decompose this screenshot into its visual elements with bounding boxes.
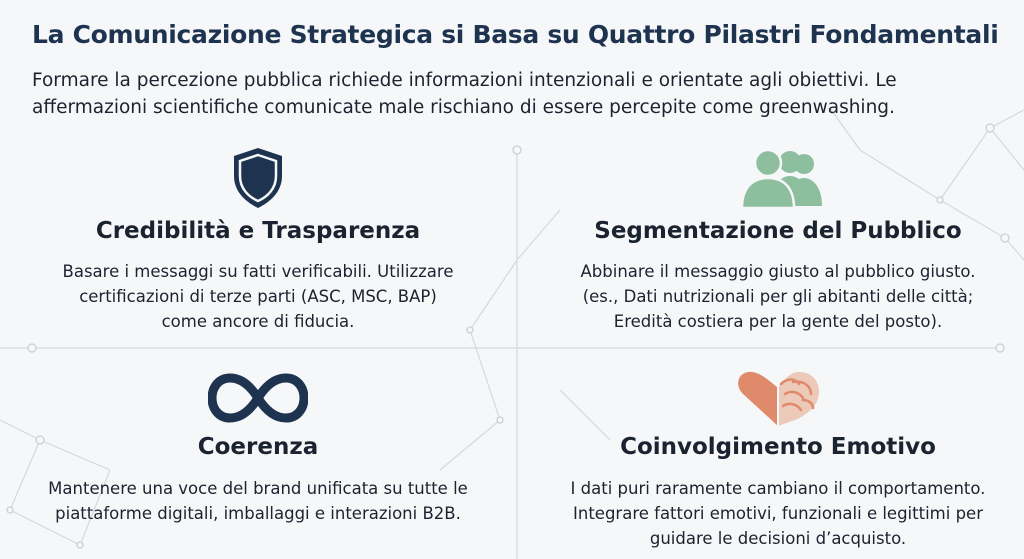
pillar-line: I dati puri raramente cambiano il compor… — [570, 479, 986, 498]
pillar-heading: Coinvolgimento Emotivo — [620, 434, 936, 460]
pillar-description: Abbinare il messaggio giusto al pubblico… — [538, 259, 1018, 334]
pillar-line: Integrare fattori emotivi, funzionali e … — [573, 504, 983, 523]
page-title: La Comunicazione Strategica si Basa su Q… — [32, 20, 999, 49]
page-subtitle: Formare la percezione pubblica richiede … — [32, 67, 992, 121]
pillar-description: I dati puri raramente cambiano il compor… — [538, 476, 1018, 551]
pillar-description: Mantenere una voce del brand unificata s… — [18, 476, 498, 526]
pillar-line: guidare le decisioni d’acquisto. — [649, 529, 907, 548]
infinity-icon — [208, 373, 308, 423]
pillar-heading: Credibilità e Trasparenza — [95, 218, 421, 244]
pillar-line: (es., Dati nutrizionali per gli abitanti… — [582, 287, 974, 306]
pillar-heading: Coerenza — [197, 434, 319, 460]
pillar-line: piattaforme digitali, imballaggi e inter… — [55, 504, 461, 523]
shield-icon — [234, 148, 282, 208]
heart-brain-icon — [738, 371, 819, 426]
pillar-description: Basare i messaggi su fatti verificabili.… — [18, 259, 498, 334]
pillar-segmentation: Segmentazione del Pubblico Abbinare il m… — [538, 140, 1018, 340]
pillar-credibility: Credibilità e Trasparenza Basare i messa… — [18, 140, 498, 340]
pillar-line: Eredità costiera per la gente del posto)… — [613, 312, 943, 331]
pillar-line: Mantenere una voce del brand unificata s… — [48, 479, 468, 498]
people-group-icon — [740, 148, 822, 208]
pillar-emotional-engagement: Coinvolgimento Emotivo I dati puri raram… — [538, 368, 1018, 558]
pillar-line: certificazioni di terze parti (ASC, MSC,… — [79, 287, 437, 306]
pillar-line: Basare i messaggi su fatti verificabili.… — [62, 262, 454, 281]
subtitle-line: affermazioni scientifiche comunicate mal… — [32, 97, 895, 118]
pillar-line: Abbinare il messaggio giusto al pubblico… — [580, 262, 976, 281]
subtitle-line: Formare la percezione pubblica richiede … — [32, 70, 897, 91]
pillar-consistency: Coerenza Mantenere una voce del brand un… — [18, 368, 498, 558]
pillar-line: come ancore di fiducia. — [161, 312, 355, 331]
pillar-heading: Segmentazione del Pubblico — [594, 218, 962, 244]
